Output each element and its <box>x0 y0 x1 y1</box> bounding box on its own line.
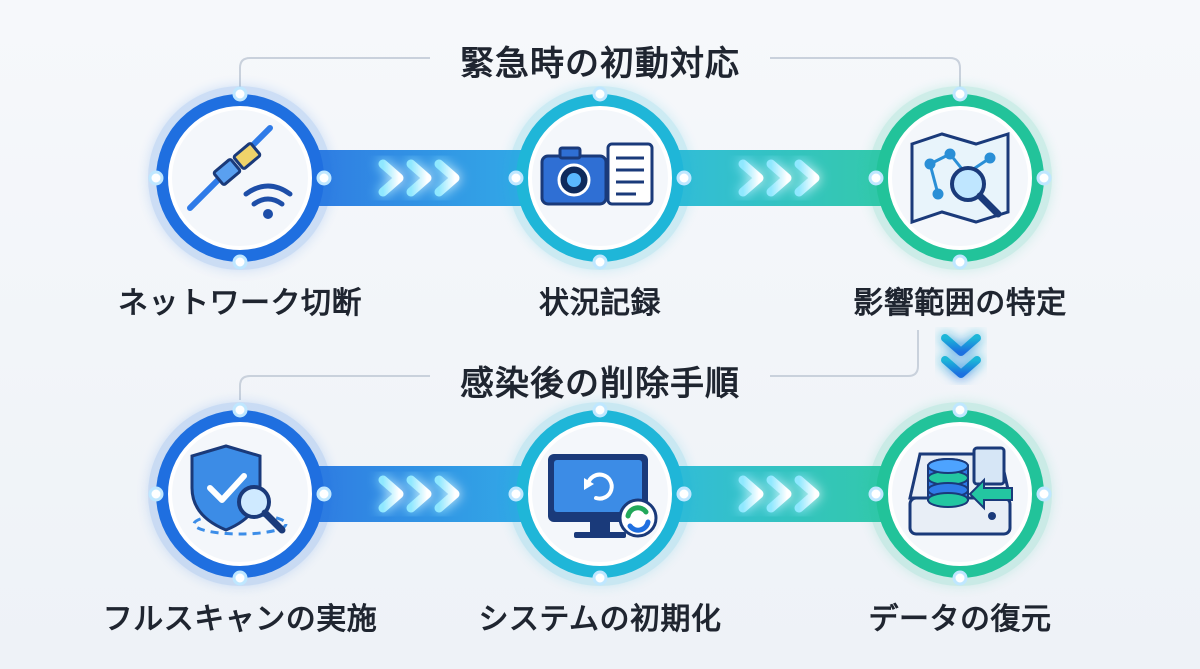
step-label-network-disconnect: ネットワーク切断 <box>118 286 362 321</box>
network-disconnect-icon <box>187 125 293 219</box>
node-connector-dot <box>592 570 608 586</box>
step-label-data-restore: データの復元 <box>868 602 1052 637</box>
node-connector-dot <box>316 170 332 186</box>
node-connector-dot <box>868 486 884 502</box>
down-chevron-arrows <box>941 334 981 378</box>
chevron-arrows-3 <box>378 475 460 513</box>
node-connector-dot <box>232 402 248 418</box>
step-label-record-status: 状況記録 <box>539 286 661 321</box>
title-bracket-left-bottom <box>239 375 430 400</box>
node-connector-dot <box>1036 486 1052 502</box>
section-title-text: 感染後の削除手順 <box>460 364 740 404</box>
chevron-arrows-4 <box>738 475 820 513</box>
node-connector-dot <box>1036 170 1052 186</box>
camera-notes-icon <box>540 142 654 206</box>
node-connector-dot <box>232 254 248 270</box>
node-connector-dot <box>592 86 608 102</box>
node-connector-dot <box>676 486 692 502</box>
monitor-reset-icon <box>548 454 658 538</box>
node-connector-dot <box>592 254 608 270</box>
step-label-identify-impact: 影響範囲の特定 <box>853 286 1067 321</box>
node-connector-dot <box>592 402 608 418</box>
title-bracket-right-bottom <box>770 330 919 377</box>
node-connector-dot <box>232 86 248 102</box>
node-connector-dot <box>316 486 332 502</box>
node-connector-dot <box>952 402 968 418</box>
node-connector-dot <box>868 170 884 186</box>
step-label-full-scan: フルスキャンの実施 <box>102 602 378 637</box>
title-bracket-left-top <box>239 57 430 90</box>
node-connector-dot <box>952 254 968 270</box>
title-bracket-right-top <box>770 57 961 90</box>
section-title-text: 緊急時の初動対応 <box>460 44 740 84</box>
chevron-arrows-1 <box>378 159 460 197</box>
node-connector-dot <box>952 86 968 102</box>
node-connector-dot <box>148 486 164 502</box>
section-title-removal-steps: 感染後の削除手順 <box>0 356 1200 405</box>
node-connector-dot <box>508 170 524 186</box>
node-connector-dot <box>508 486 524 502</box>
chevron-arrows-2 <box>738 159 820 197</box>
step-label-system-reset: システムの初期化 <box>478 602 722 637</box>
node-connector-dot <box>148 170 164 186</box>
node-connector-dot <box>232 570 248 586</box>
map-search-icon <box>910 131 1010 225</box>
node-connector-dot <box>952 570 968 586</box>
section-title-initial-response: 緊急時の初動対応 <box>0 36 1200 85</box>
node-connector-dot <box>676 170 692 186</box>
data-restore-icon <box>908 446 1013 536</box>
shield-scan-icon <box>190 444 288 536</box>
node-network-disconnect <box>148 86 332 270</box>
